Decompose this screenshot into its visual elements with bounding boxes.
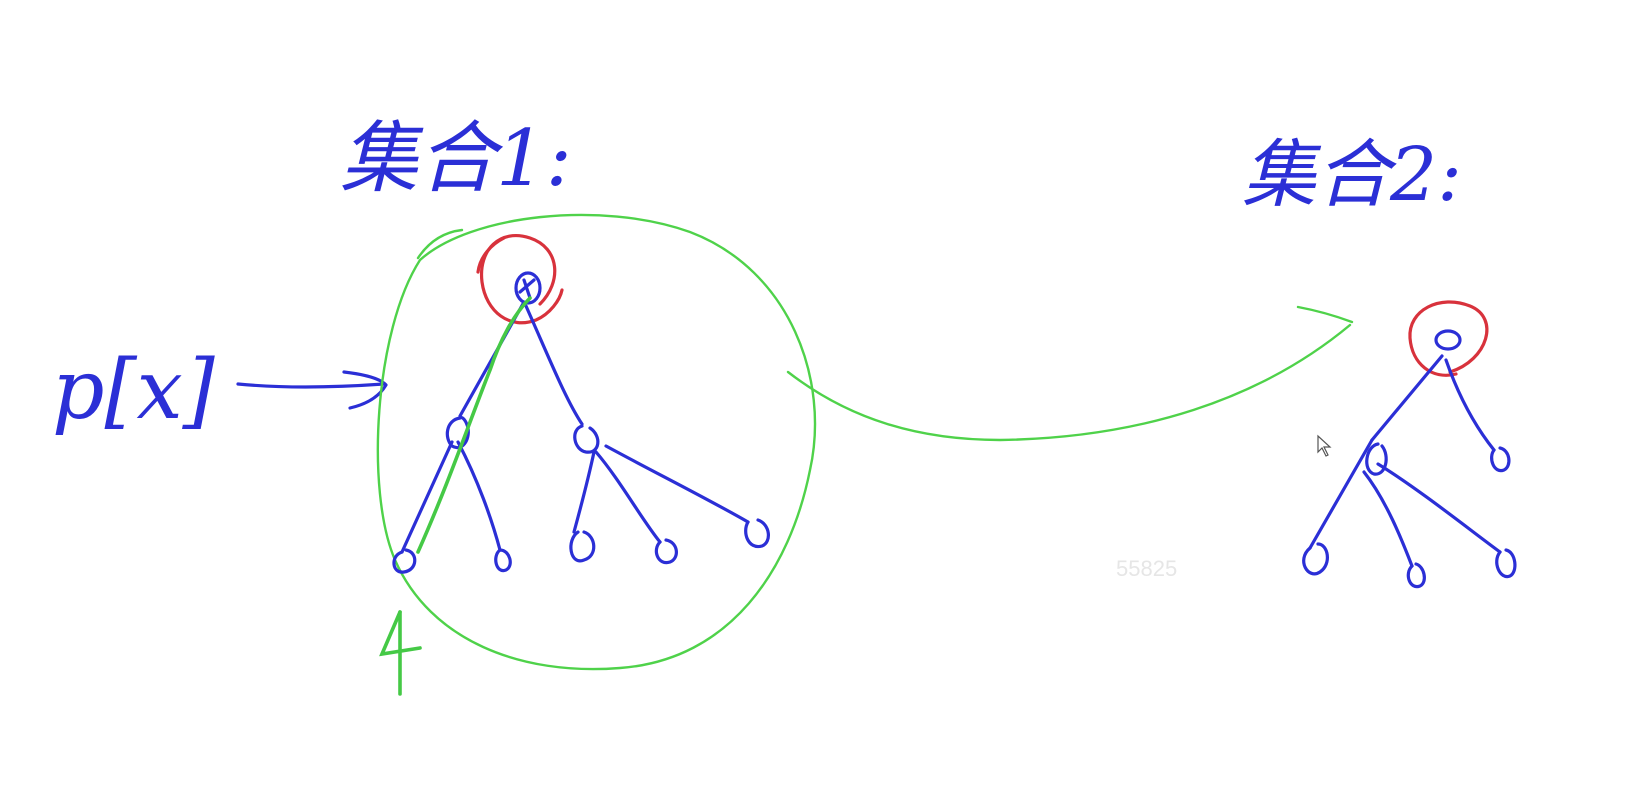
merge-arrow-curve: [786, 323, 1352, 442]
set1-leaf-4: [654, 538, 678, 565]
set1-node-b: [573, 424, 600, 454]
set2-leaf-1: [1490, 446, 1511, 473]
set2-root-node: [1434, 329, 1462, 351]
set2-leaf-3: [1406, 562, 1426, 589]
watermark-number: 55825: [1116, 556, 1177, 581]
set1-root-node: [514, 271, 542, 305]
px-pointer-arrow: [236, 370, 388, 410]
set1-enclosure-tail: [416, 228, 464, 260]
set1-label: 集合1:: [340, 114, 572, 204]
query-node-marker: [379, 610, 422, 696]
px-label: p[x]: [52, 343, 216, 438]
set1-enclosure: [376, 213, 817, 671]
set1-leaf-2: [494, 548, 512, 573]
set2-node-a: [1365, 442, 1388, 476]
set1-leaf-1: [392, 548, 417, 574]
set1-leaf-3: [569, 530, 596, 563]
set2-label: 集合2:: [1242, 132, 1462, 218]
set1-root-marker: [479, 234, 564, 325]
set2-leaf-4: [1495, 548, 1517, 579]
mouse-cursor-icon: [1317, 434, 1332, 457]
set1-node-a: [445, 415, 470, 450]
set2-leaf-2: [1302, 542, 1329, 576]
set2-tree: [1302, 300, 1517, 589]
merge-arrow-head: [1296, 305, 1354, 324]
set1-tree: [392, 234, 770, 574]
set2-root-marker: [1408, 300, 1489, 377]
set1-leaf-5: [744, 518, 770, 549]
find-path-highlight: [416, 296, 532, 554]
